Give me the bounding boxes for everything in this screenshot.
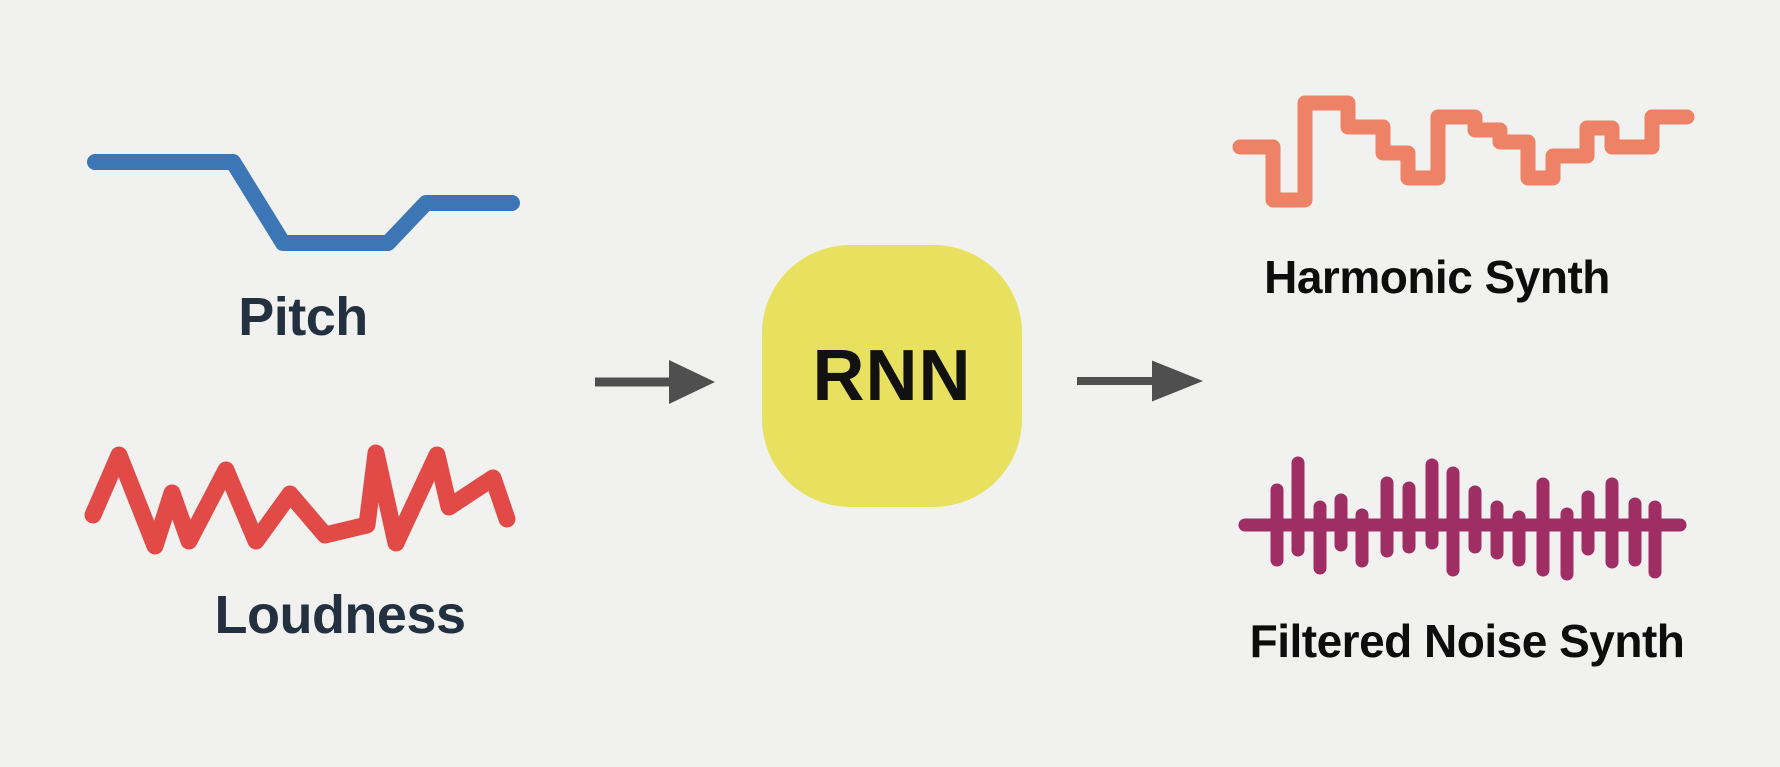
filtered-noise-synth-label: Filtered Noise Synth — [1249, 615, 1685, 667]
loudness-label: Loudness — [214, 585, 466, 645]
pitch-waveform — [87, 154, 520, 251]
harmonic-synth-label: Harmonic Synth — [1264, 251, 1610, 303]
pitch-label: Pitch — [238, 287, 368, 347]
arrow-right-icon — [1077, 360, 1203, 402]
arrow-left-icon — [595, 360, 715, 404]
loudness-waveform — [84, 444, 516, 555]
harmonic-step-waveform — [1232, 95, 1695, 208]
rnn-node-label: RNN — [812, 336, 972, 416]
rnn-node: RNN — [762, 245, 1022, 507]
filtered-noise-waveform — [1238, 456, 1687, 581]
